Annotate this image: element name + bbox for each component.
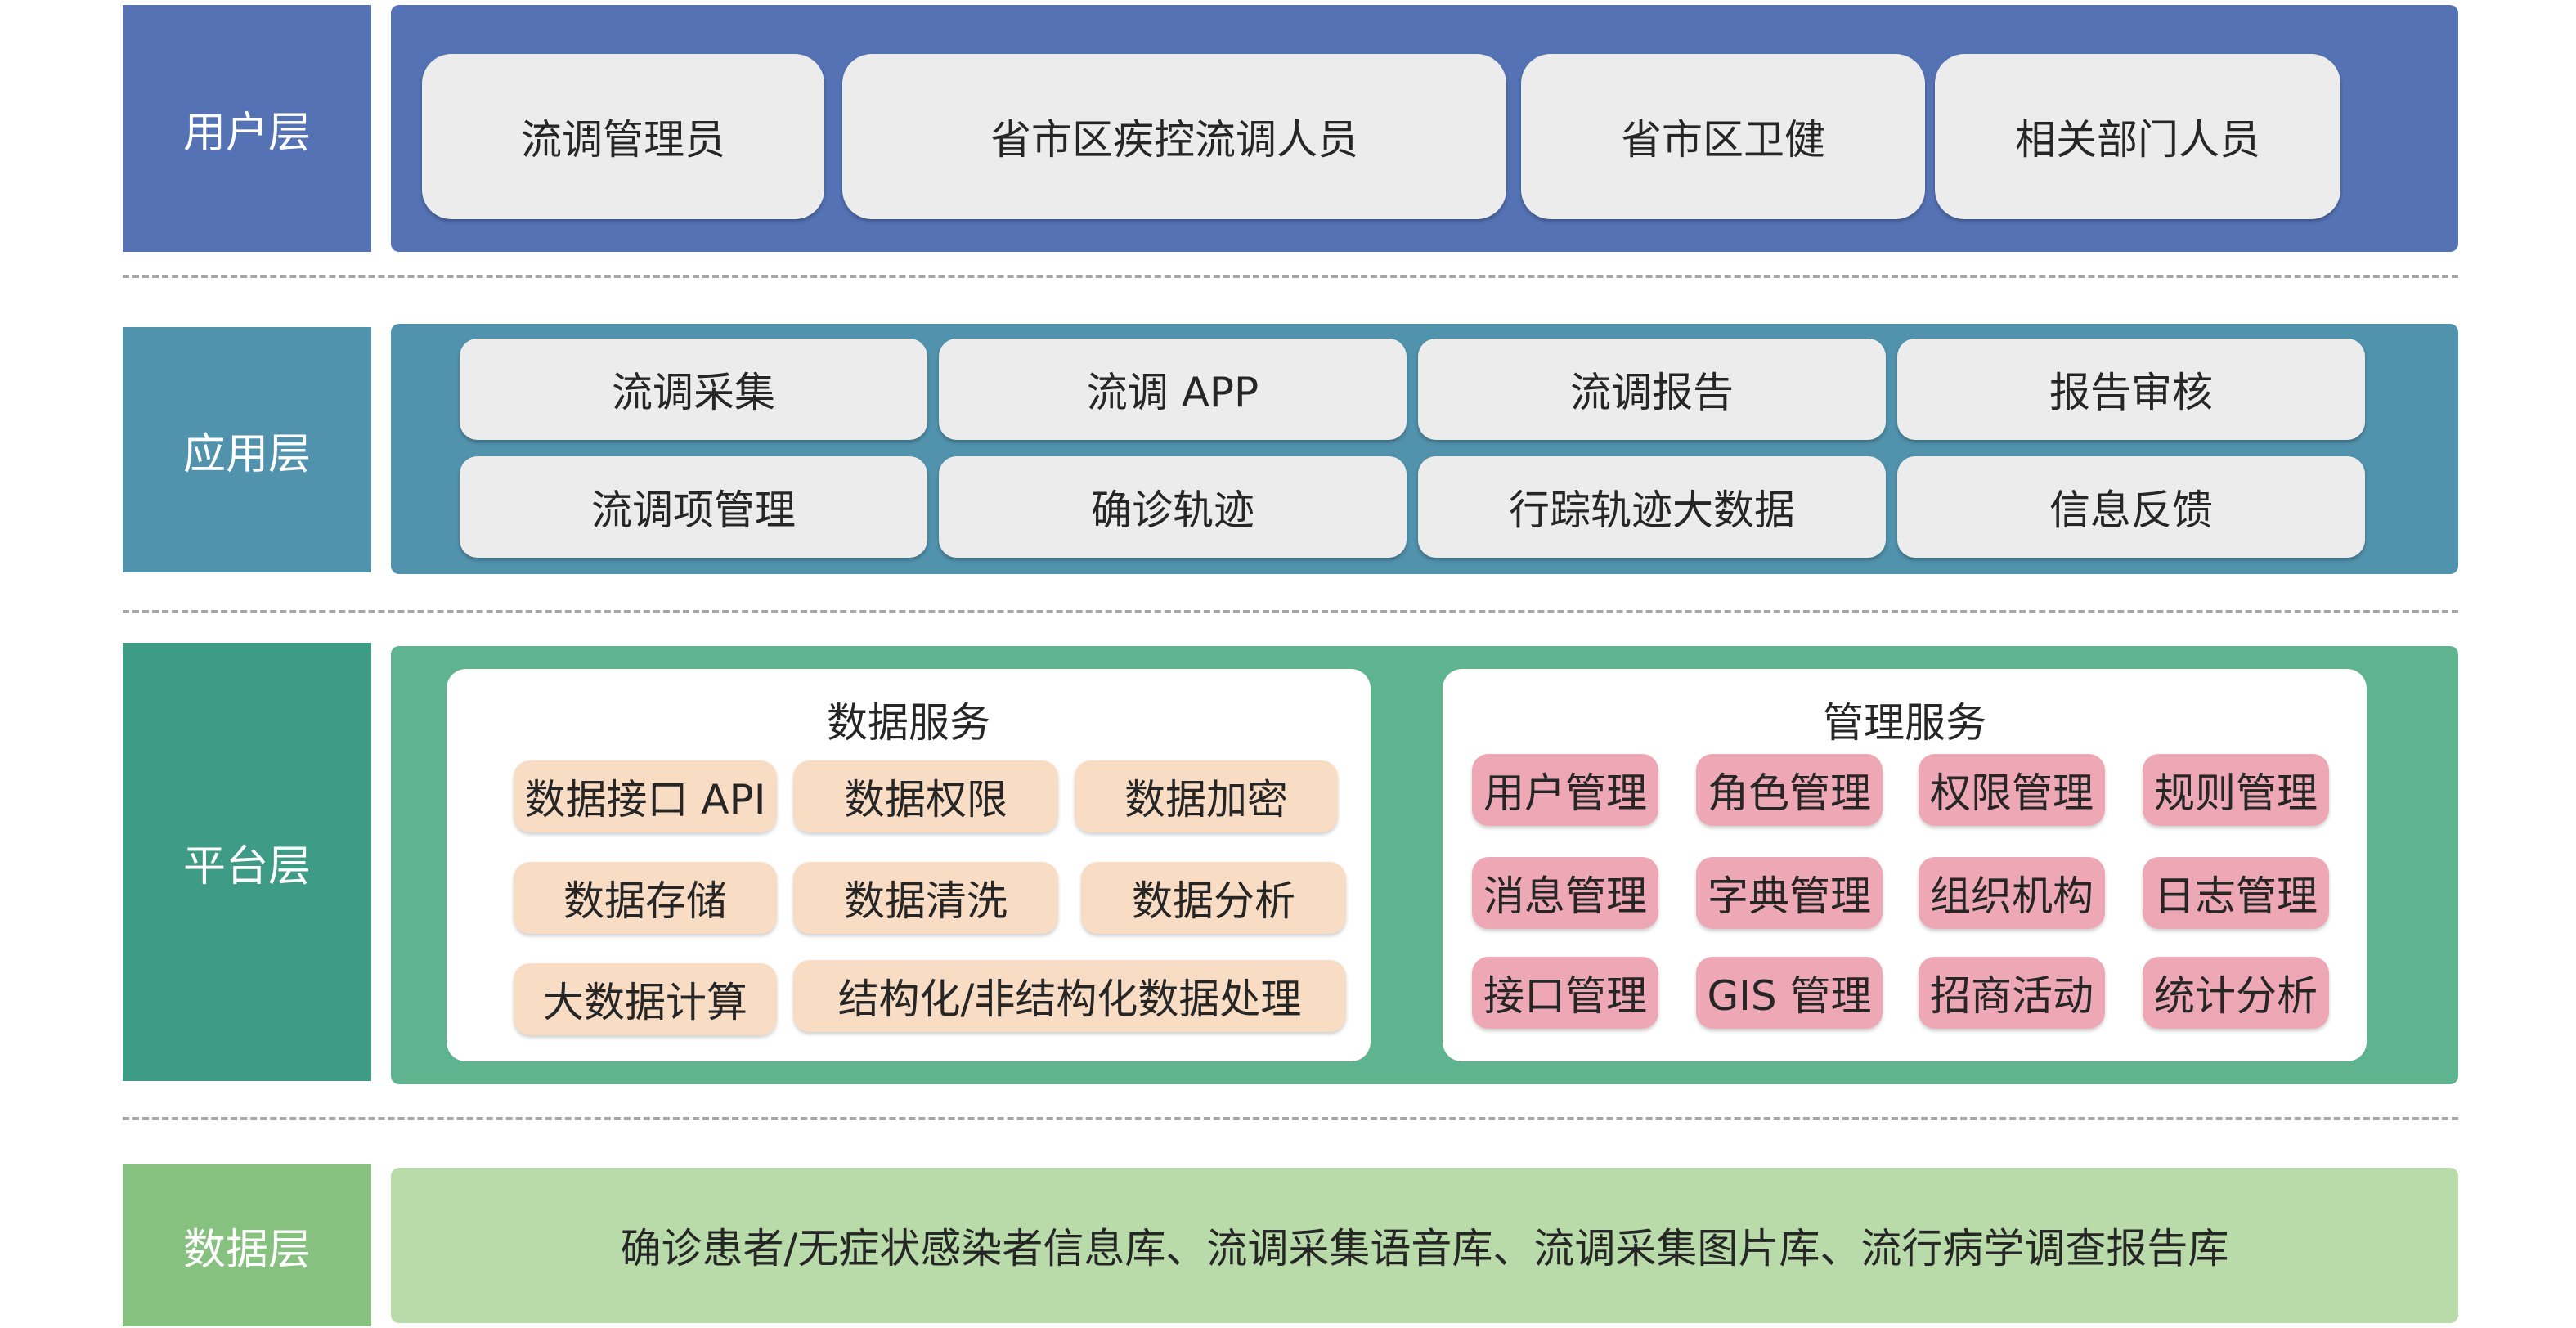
divider-1 bbox=[123, 275, 2458, 278]
data-service-title: 数据服务 bbox=[827, 699, 990, 747]
management-service-box: 管理服务 用户管理 角色管理 权限管理 规则管理 消息管理 字典管理 组织机构 … bbox=[1443, 669, 2367, 1061]
user-item-4: 相关部门人员 bbox=[1935, 54, 2340, 219]
app-item-7: 行踪轨迹大数据 bbox=[1418, 456, 1886, 558]
data-layer-label: 数据层 bbox=[123, 1164, 371, 1326]
data-layer-panel bbox=[391, 1168, 2458, 1323]
app-item-2: 流调 APP bbox=[939, 339, 1407, 440]
management-service-item: 统计分析 bbox=[2143, 957, 2329, 1029]
data-service-item: 大数据计算 bbox=[514, 963, 777, 1035]
platform-layer-panel: 数据服务 数据接口 API 数据权限 数据加密 数据存储 数据清洗 数据分析 大… bbox=[391, 646, 2458, 1084]
data-service-item: 数据清洗 bbox=[793, 862, 1058, 934]
management-service-item: 规则管理 bbox=[2143, 754, 2329, 826]
user-item-1: 流调管理员 bbox=[422, 54, 824, 219]
management-service-item: 消息管理 bbox=[1472, 857, 1658, 929]
management-service-item: GIS 管理 bbox=[1696, 957, 1883, 1029]
app-item-3: 流调报告 bbox=[1418, 339, 1886, 440]
management-service-title: 管理服务 bbox=[1823, 699, 1986, 747]
management-service-item: 字典管理 bbox=[1696, 857, 1883, 929]
management-service-item: 角色管理 bbox=[1696, 754, 1883, 826]
management-service-item: 接口管理 bbox=[1472, 957, 1658, 1029]
app-item-4: 报告审核 bbox=[1897, 339, 2365, 440]
user-layer-panel: 流调管理员 省市区疾控流调人员 省市区卫健 相关部门人员 bbox=[391, 5, 2458, 252]
data-service-item: 结构化/非结构化数据处理 bbox=[793, 960, 1346, 1032]
app-layer-label: 应用层 bbox=[123, 327, 371, 572]
app-item-1: 流调采集 bbox=[460, 339, 927, 440]
app-item-8: 信息反馈 bbox=[1897, 456, 2365, 558]
user-layer-label: 用户层 bbox=[123, 5, 371, 252]
management-service-item: 日志管理 bbox=[2143, 857, 2329, 929]
management-service-item: 权限管理 bbox=[1919, 754, 2105, 826]
divider-2 bbox=[123, 610, 2458, 613]
management-service-item: 用户管理 bbox=[1472, 754, 1658, 826]
platform-layer-label: 平台层 bbox=[123, 643, 371, 1081]
user-item-3: 省市区卫健 bbox=[1521, 54, 1925, 219]
management-service-item: 组织机构 bbox=[1919, 857, 2105, 929]
management-service-item: 招商活动 bbox=[1919, 957, 2105, 1029]
data-layer-text: 确诊患者/无症状感染者信息库、流调采集语音库、流调采集图片库、流行病学调查报告库 bbox=[620, 1225, 2229, 1272]
data-service-item: 数据权限 bbox=[793, 760, 1058, 832]
app-layer-panel: 流调采集 流调 APP 流调报告 报告审核 流调项管理 确诊轨迹 行踪轨迹大数据… bbox=[391, 324, 2458, 574]
data-service-item: 数据加密 bbox=[1075, 760, 1338, 832]
data-service-item: 数据存储 bbox=[514, 862, 777, 934]
app-item-5: 流调项管理 bbox=[460, 456, 927, 558]
data-service-box: 数据服务 数据接口 API 数据权限 数据加密 数据存储 数据清洗 数据分析 大… bbox=[447, 669, 1371, 1061]
app-item-6: 确诊轨迹 bbox=[939, 456, 1407, 558]
data-service-item: 数据接口 API bbox=[514, 760, 777, 832]
divider-3 bbox=[123, 1117, 2458, 1120]
data-service-item: 数据分析 bbox=[1081, 862, 1346, 934]
user-item-2: 省市区疾控流调人员 bbox=[842, 54, 1506, 219]
